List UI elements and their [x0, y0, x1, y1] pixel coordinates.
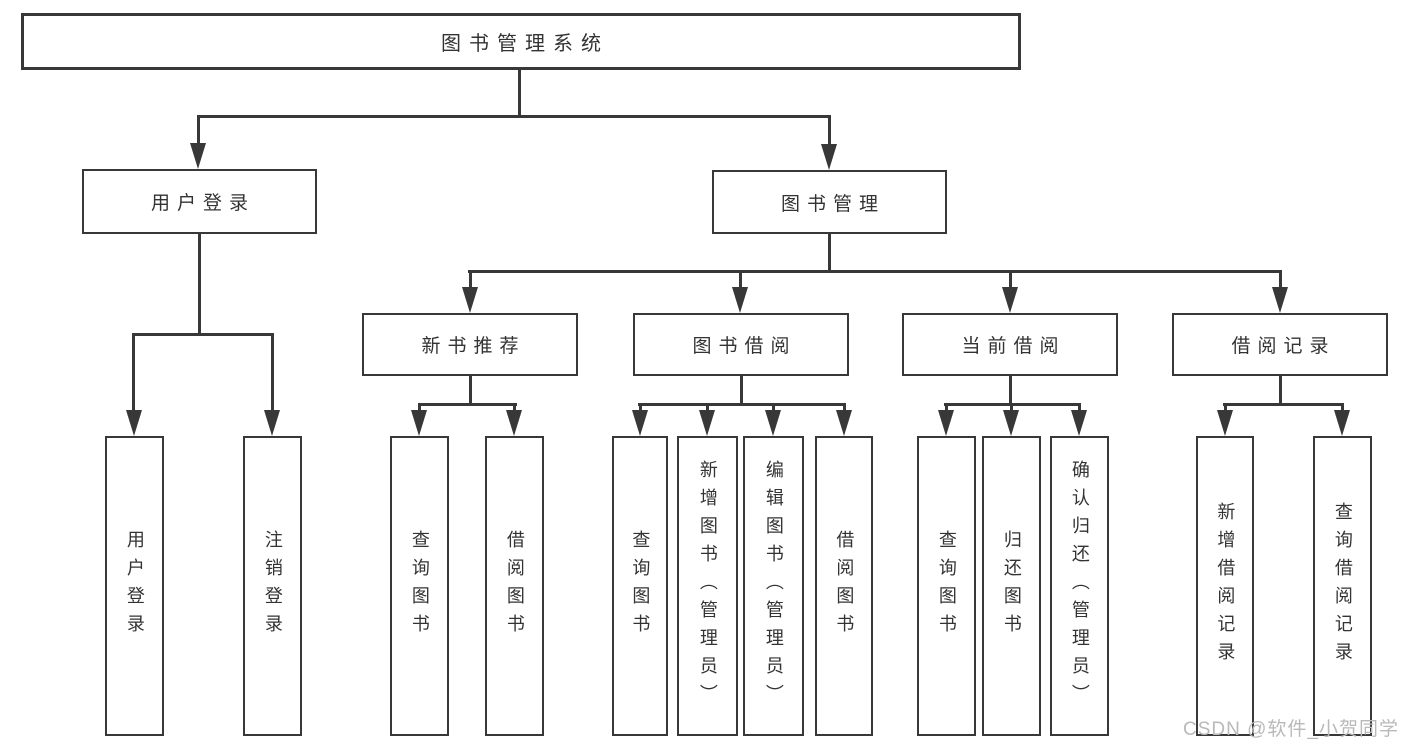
line-segment — [132, 333, 135, 412]
line-segment — [1279, 270, 1282, 290]
line-segment — [1341, 403, 1344, 413]
leaf-newrec-query-books: 查询图书 — [390, 436, 449, 736]
line-segment — [197, 115, 200, 147]
arrowhead-down — [699, 410, 715, 436]
arrowhead-down — [938, 410, 954, 436]
node-borrow-record: 借阅记录 — [1172, 313, 1388, 376]
line-segment — [518, 69, 521, 118]
line-segment — [513, 403, 516, 413]
line-segment — [639, 403, 642, 413]
leaf-borrow-query-books-label: 查询图书 — [630, 530, 651, 642]
line-segment — [1224, 403, 1227, 413]
arrowhead-down — [1217, 410, 1233, 436]
line-segment — [132, 333, 274, 336]
node-current-borrow: 当前借阅 — [902, 313, 1118, 376]
node-new-book-recommend: 新书推荐 — [362, 313, 578, 376]
arrowhead-down — [126, 410, 142, 436]
leaf-logout-label: 注销登录 — [262, 530, 283, 642]
line-segment — [271, 333, 274, 412]
leaf-user-login: 用户登录 — [105, 436, 164, 736]
leaf-current-confirm-return-label: 确认归还（管理员） — [1069, 460, 1090, 712]
line-segment — [468, 270, 1281, 273]
arrowhead-down — [1272, 287, 1288, 313]
node-book-borrow: 图书借阅 — [633, 313, 849, 376]
line-segment — [1078, 403, 1081, 413]
leaf-record-query-record-label: 查询借阅记录 — [1332, 502, 1353, 670]
leaf-current-return-books-label: 归还图书 — [1001, 530, 1022, 642]
arrowhead-down — [190, 143, 206, 169]
leaf-user-login-label: 用户登录 — [124, 530, 145, 642]
line-segment — [740, 376, 743, 406]
line-segment — [418, 403, 421, 413]
node-book-management: 图书管理 — [712, 170, 947, 234]
leaf-record-query-record: 查询借阅记录 — [1313, 436, 1372, 736]
leaf-newrec-borrow-books: 借阅图书 — [485, 436, 544, 736]
leaf-record-add-record: 新增借阅记录 — [1196, 436, 1254, 736]
line-segment — [469, 376, 472, 406]
leaf-logout: 注销登录 — [243, 436, 302, 736]
arrowhead-down — [1003, 410, 1019, 436]
arrowhead-down — [462, 287, 478, 313]
line-segment — [197, 115, 831, 118]
arrowhead-down — [836, 410, 852, 436]
arrowhead-down — [1071, 410, 1087, 436]
arrowhead-down — [765, 410, 781, 436]
leaf-current-confirm-return: 确认归还（管理员） — [1050, 436, 1109, 736]
leaf-current-return-books: 归还图书 — [982, 436, 1041, 736]
leaf-borrow-borrow-books: 借阅图书 — [815, 436, 873, 736]
arrowhead-down — [732, 287, 748, 313]
arrowhead-down — [264, 410, 280, 436]
line-segment — [1009, 376, 1012, 406]
arrowhead-down — [411, 410, 427, 436]
leaf-current-query-books: 查询图书 — [917, 436, 976, 736]
leaf-borrow-add-books-label: 新增图书（管理员） — [697, 460, 718, 712]
line-segment — [706, 403, 709, 413]
csdn-watermark: CSDN @软件_小贺同学 — [1183, 719, 1399, 740]
line-segment — [739, 270, 742, 290]
arrowhead-down — [1334, 410, 1350, 436]
line-segment — [638, 403, 845, 406]
node-root: 图书管理系统 — [21, 13, 1021, 70]
leaf-current-query-books-label: 查询图书 — [936, 530, 957, 642]
line-segment — [418, 403, 517, 406]
line-segment — [1223, 403, 1343, 406]
leaf-borrow-edit-books: 编辑图书（管理员） — [743, 436, 804, 736]
leaf-borrow-edit-books-label: 编辑图书（管理员） — [763, 460, 784, 712]
line-segment — [1010, 403, 1013, 413]
leaf-newrec-query-books-label: 查询图书 — [409, 530, 430, 642]
line-segment — [945, 403, 948, 413]
leaf-borrow-borrow-books-label: 借阅图书 — [834, 530, 855, 642]
node-user-login: 用户登录 — [82, 169, 317, 234]
line-segment — [843, 403, 846, 413]
line-segment — [1279, 376, 1282, 406]
leaf-record-add-record-label: 新增借阅记录 — [1215, 502, 1236, 670]
line-segment — [772, 403, 775, 413]
leaf-borrow-query-books: 查询图书 — [612, 436, 668, 736]
line-segment — [828, 234, 831, 273]
leaf-borrow-add-books: 新增图书（管理员） — [677, 436, 738, 736]
line-segment — [1009, 270, 1012, 290]
line-segment — [469, 270, 472, 290]
arrowhead-down — [821, 144, 837, 170]
arrowhead-down — [1002, 287, 1018, 313]
arrowhead-down — [506, 410, 522, 436]
line-segment — [198, 234, 201, 336]
line-segment — [828, 115, 831, 147]
arrowhead-down — [632, 410, 648, 436]
leaf-newrec-borrow-books-label: 借阅图书 — [504, 530, 525, 642]
